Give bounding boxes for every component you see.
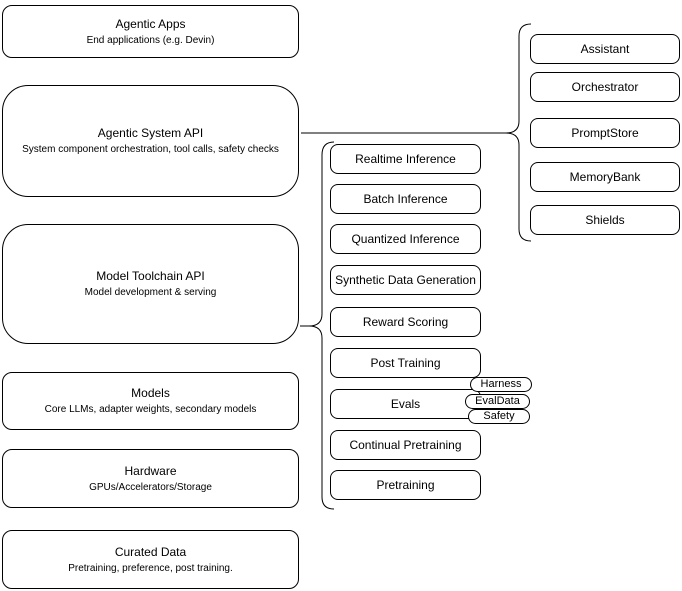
node-label: Shields (585, 213, 625, 227)
node-title: Model Toolchain API (96, 269, 205, 283)
node-promptstore: PromptStore (530, 118, 680, 148)
node-title: Hardware (124, 463, 177, 478)
node-agentic-system-api: Agentic System API System component orch… (2, 85, 299, 197)
node-quantized-inference: Quantized Inference (330, 224, 481, 254)
node-subtitle: Pretraining, preference, post training. (68, 562, 233, 574)
node-title: Agentic System API (97, 126, 204, 140)
node-reward-scoring: Reward Scoring (330, 307, 481, 337)
node-evals: Evals (330, 389, 481, 419)
node-subtitle: Model development & serving (84, 287, 217, 298)
node-pretraining: Pretraining (330, 470, 481, 500)
node-subtitle: Core LLMs, adapter weights, secondary mo… (44, 404, 257, 415)
node-label: Reward Scoring (362, 315, 449, 329)
tag-harness: Harness (470, 377, 532, 392)
node-post-training: Post Training (330, 348, 481, 378)
system-curly-brace (505, 23, 532, 242)
node-label: Continual Pretraining (349, 438, 462, 452)
node-realtime-inference: Realtime Inference (330, 144, 481, 174)
node-batch-inference: Batch Inference (330, 184, 481, 214)
node-label: Synthetic Data Generation (335, 273, 476, 287)
tag-safety: Safety (468, 409, 530, 424)
node-curated-data: Curated Data Pretraining, preference, po… (2, 530, 299, 589)
node-label: Assistant (580, 42, 630, 56)
node-label: Batch Inference (363, 192, 448, 206)
node-title: Curated Data (114, 544, 187, 559)
node-label: Evals (390, 397, 421, 411)
node-subtitle: End applications (e.g. Devin) (86, 34, 215, 46)
node-subtitle: GPUs/Accelerators/Storage (89, 481, 212, 493)
node-memorybank: MemoryBank (530, 162, 680, 192)
node-title: Agentic Apps (115, 16, 186, 31)
node-continual-pretraining: Continual Pretraining (330, 430, 481, 460)
node-orchestrator: Orchestrator (530, 72, 680, 102)
tag-evaldata: EvalData (465, 394, 530, 409)
node-label: Quantized Inference (351, 232, 460, 246)
node-hardware: Hardware GPUs/Accelerators/Storage (2, 449, 299, 508)
tag-label: Harness (480, 378, 522, 390)
node-label: Orchestrator (571, 80, 639, 94)
node-model-toolchain-api: Model Toolchain API Model development & … (2, 224, 299, 344)
tag-label: Safety (483, 410, 515, 422)
node-shields: Shields (530, 205, 680, 235)
node-assistant: Assistant (530, 34, 680, 64)
node-label: MemoryBank (569, 170, 641, 184)
node-title: Models (131, 386, 170, 400)
node-models: Models Core LLMs, adapter weights, secon… (2, 372, 299, 430)
node-label: Post Training (370, 356, 441, 370)
node-label: Realtime Inference (355, 152, 456, 166)
tag-label: EvalData (475, 395, 520, 407)
node-label: Pretraining (376, 478, 435, 492)
node-agentic-apps: Agentic Apps End applications (e.g. Devi… (2, 5, 299, 58)
node-synthetic-data-generation: Synthetic Data Generation (330, 265, 481, 295)
node-label: PromptStore (571, 126, 639, 140)
node-subtitle: System component orchestration, tool cal… (22, 144, 279, 155)
